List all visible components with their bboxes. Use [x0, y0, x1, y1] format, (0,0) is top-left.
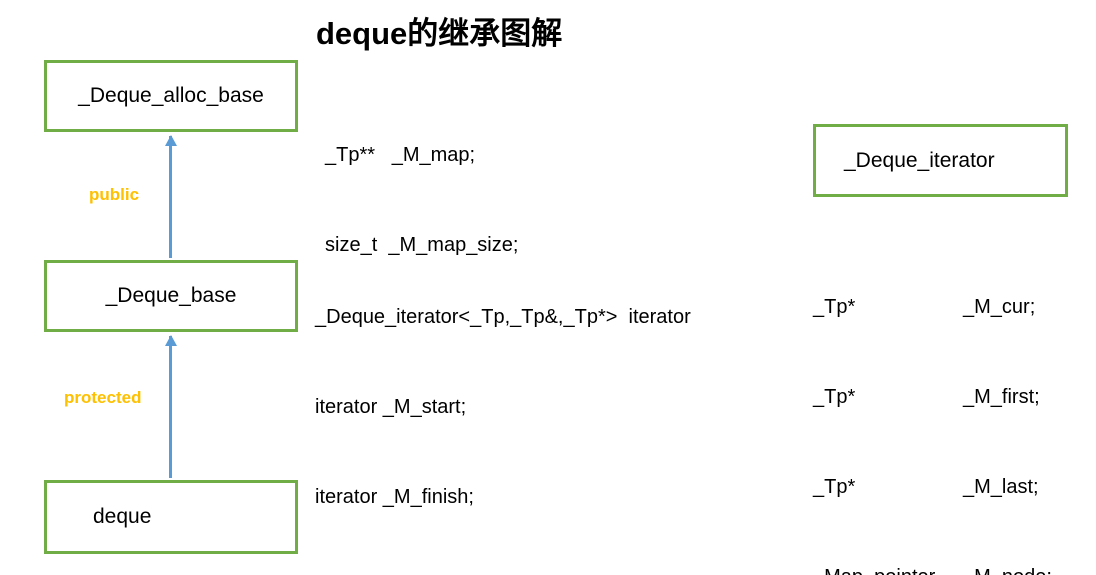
class-box-label: deque [93, 505, 152, 528]
class-box-deque[interactable]: deque [44, 480, 298, 554]
member-name: _M_map; [391, 144, 476, 166]
member-name: _M_node; [963, 566, 1052, 575]
class-box-deque-base[interactable]: _Deque_base [44, 260, 298, 332]
member-row: _Tp* _M_first; [813, 382, 1052, 412]
member-name: _M_first; [963, 386, 1040, 408]
member-type: _Tp** [325, 144, 376, 166]
class-box-deque-iterator[interactable]: _Deque_iterator [813, 124, 1068, 197]
member-row: iterator _M_finish; [315, 486, 474, 508]
inheritance-arrow-public [169, 136, 172, 258]
class-box-label: _Deque_base [105, 284, 237, 307]
member-name: _M_cur; [963, 296, 1036, 318]
member-type: _Tp* [813, 296, 856, 318]
member-type: _Tp* [813, 386, 856, 408]
member-name: _M_last; [963, 476, 1039, 498]
page-title: deque的继承图解 [316, 16, 563, 51]
class-box-deque-alloc-base[interactable]: _Deque_alloc_base [44, 60, 298, 132]
members-deque-iterator: _Tp* _M_cur; _Tp* _M_first; _Tp* _M_last; _… [813, 232, 1052, 575]
member-type: _Map_pointer [813, 562, 963, 575]
member-row: _Tp* _M_last; [813, 472, 1052, 502]
member-row: _Deque_iterator<_Tp,_Tp&,_Tp*> iterator [315, 306, 691, 328]
member-name: _M_map_size; [388, 234, 519, 256]
member-row: _Tp** _M_map; [325, 140, 518, 170]
class-box-label: _Deque_iterator [844, 148, 995, 172]
member-row: _Tp* _M_cur; [813, 292, 1052, 322]
inheritance-arrow-protected [169, 336, 172, 478]
members-deque-base: _Deque_iterator<_Tp,_Tp&,_Tp*> iterator … [315, 242, 691, 572]
members-deque-alloc-base: _Tp** _M_map; size_t _M_map_size; [325, 80, 518, 320]
class-box-label: _Deque_alloc_base [78, 84, 264, 107]
edge-label-protected: protected [64, 388, 142, 407]
member-row: iterator _M_start; [315, 396, 467, 418]
member-type: _Tp* [813, 476, 856, 498]
member-type: size_t [325, 234, 378, 256]
member-row: _Map_pointer_M_node; [813, 562, 1052, 575]
edge-label-public: public [89, 185, 140, 204]
member-row: size_t _M_map_size; [325, 230, 518, 260]
